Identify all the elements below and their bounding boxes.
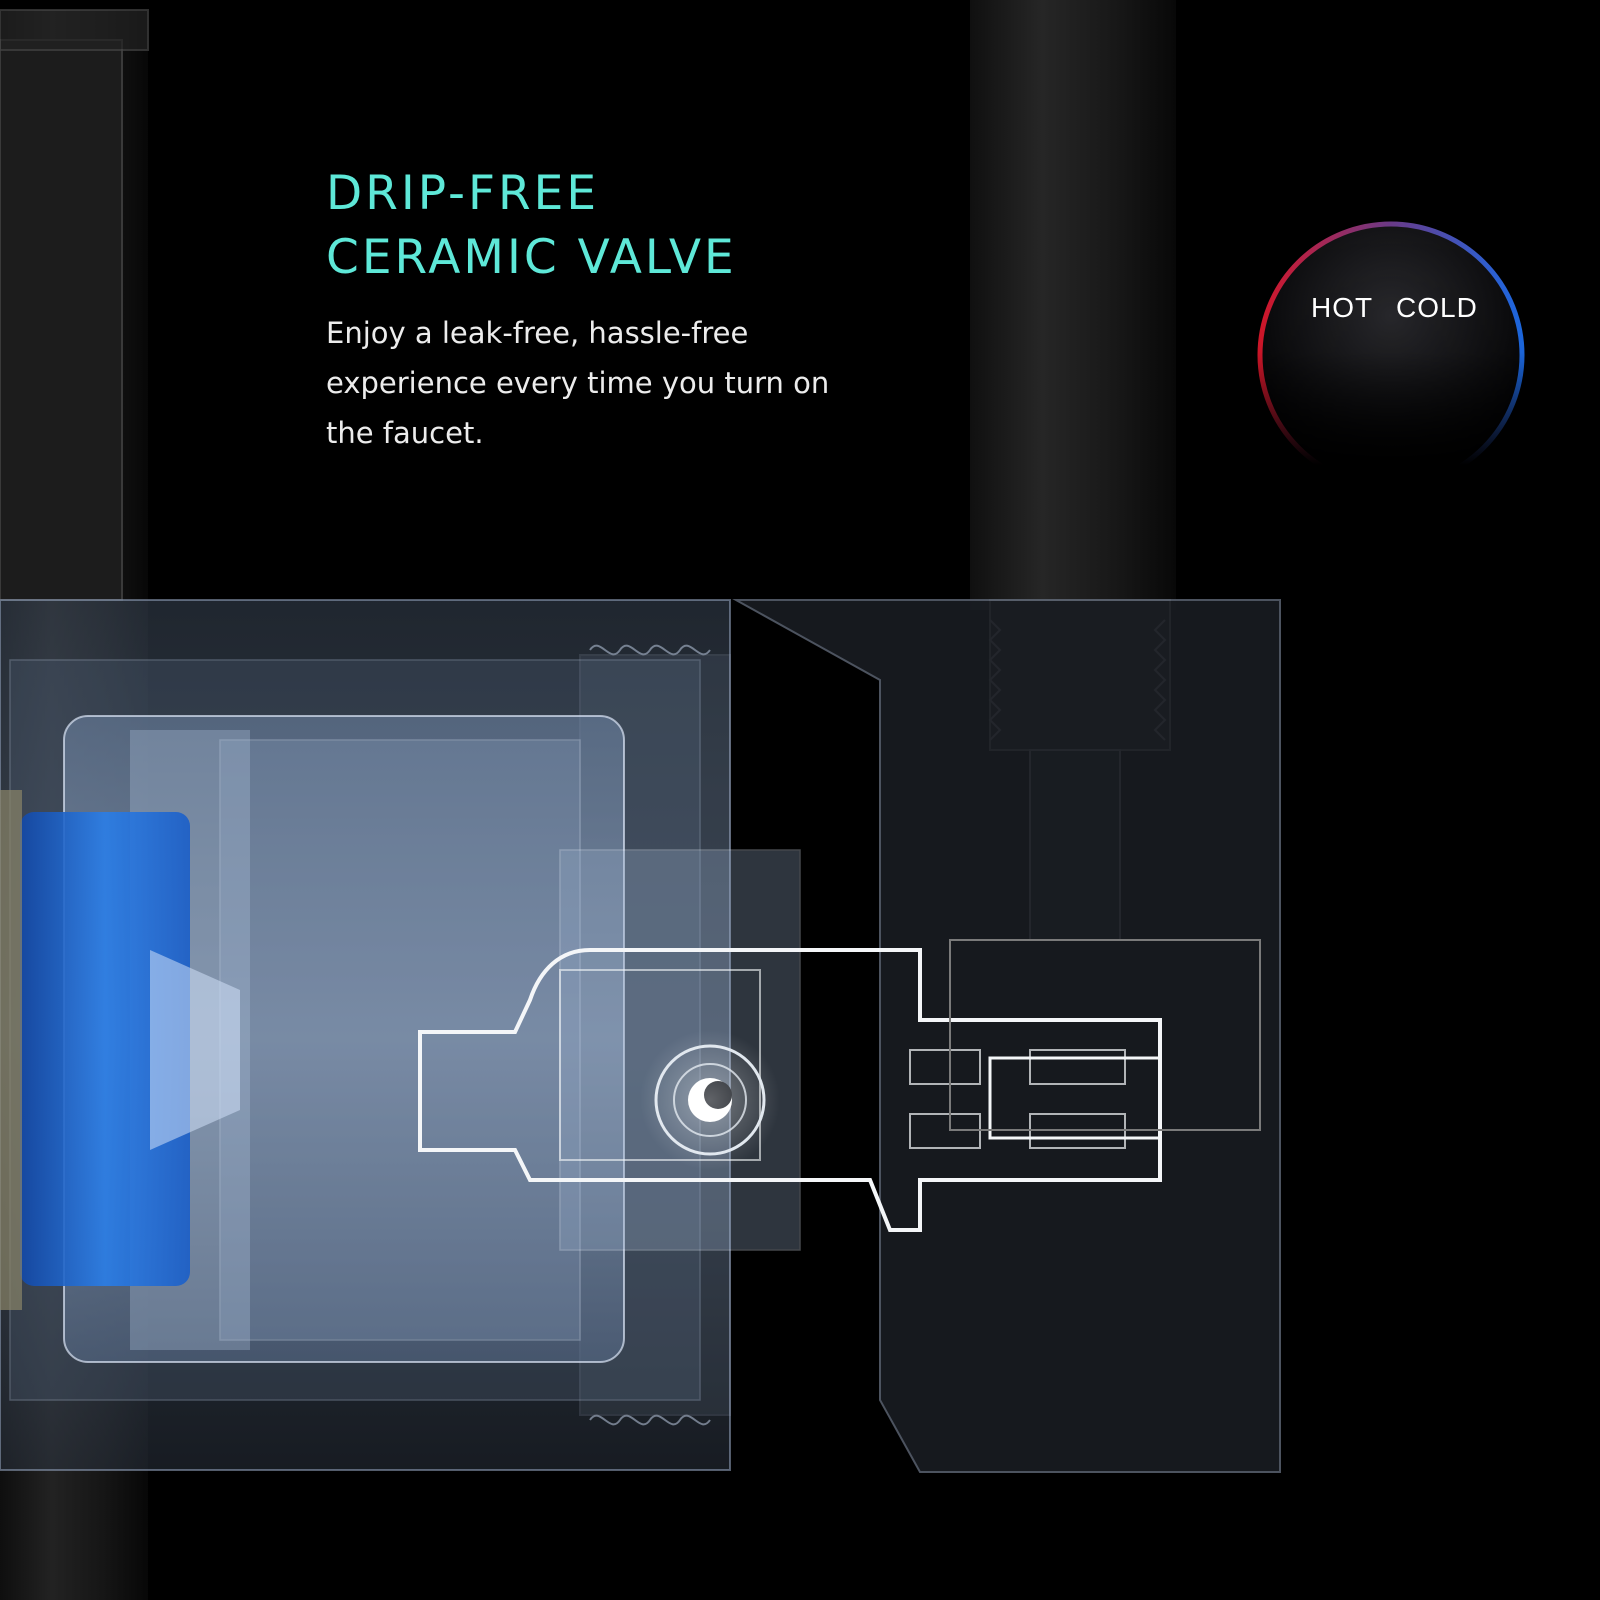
ceramic-discs (0, 790, 240, 1310)
description-line-1: Enjoy a leak-free, hassle-free (326, 316, 749, 350)
hot-label: HOT (1311, 292, 1374, 323)
feature-headline: DRIP-FREE CERAMIC VALVE (326, 162, 737, 290)
description-line-2: experience every time you turn on (326, 366, 830, 400)
ceramic-cartridge (63, 715, 801, 1363)
headline-line-2: CERAMIC VALVE (326, 230, 737, 285)
temperature-badge-ring (1257, 221, 1525, 489)
description-line-3: the faucet. (326, 416, 484, 450)
cold-label: COLD (1396, 292, 1478, 323)
temperature-badge: HOT COLD (1255, 222, 1523, 422)
headline-line-1: DRIP-FREE (326, 166, 600, 221)
feature-description: Enjoy a leak-free, hassle-free experienc… (326, 308, 886, 458)
valve-stem (418, 939, 1261, 1232)
pivot-pin (640, 1030, 780, 1170)
